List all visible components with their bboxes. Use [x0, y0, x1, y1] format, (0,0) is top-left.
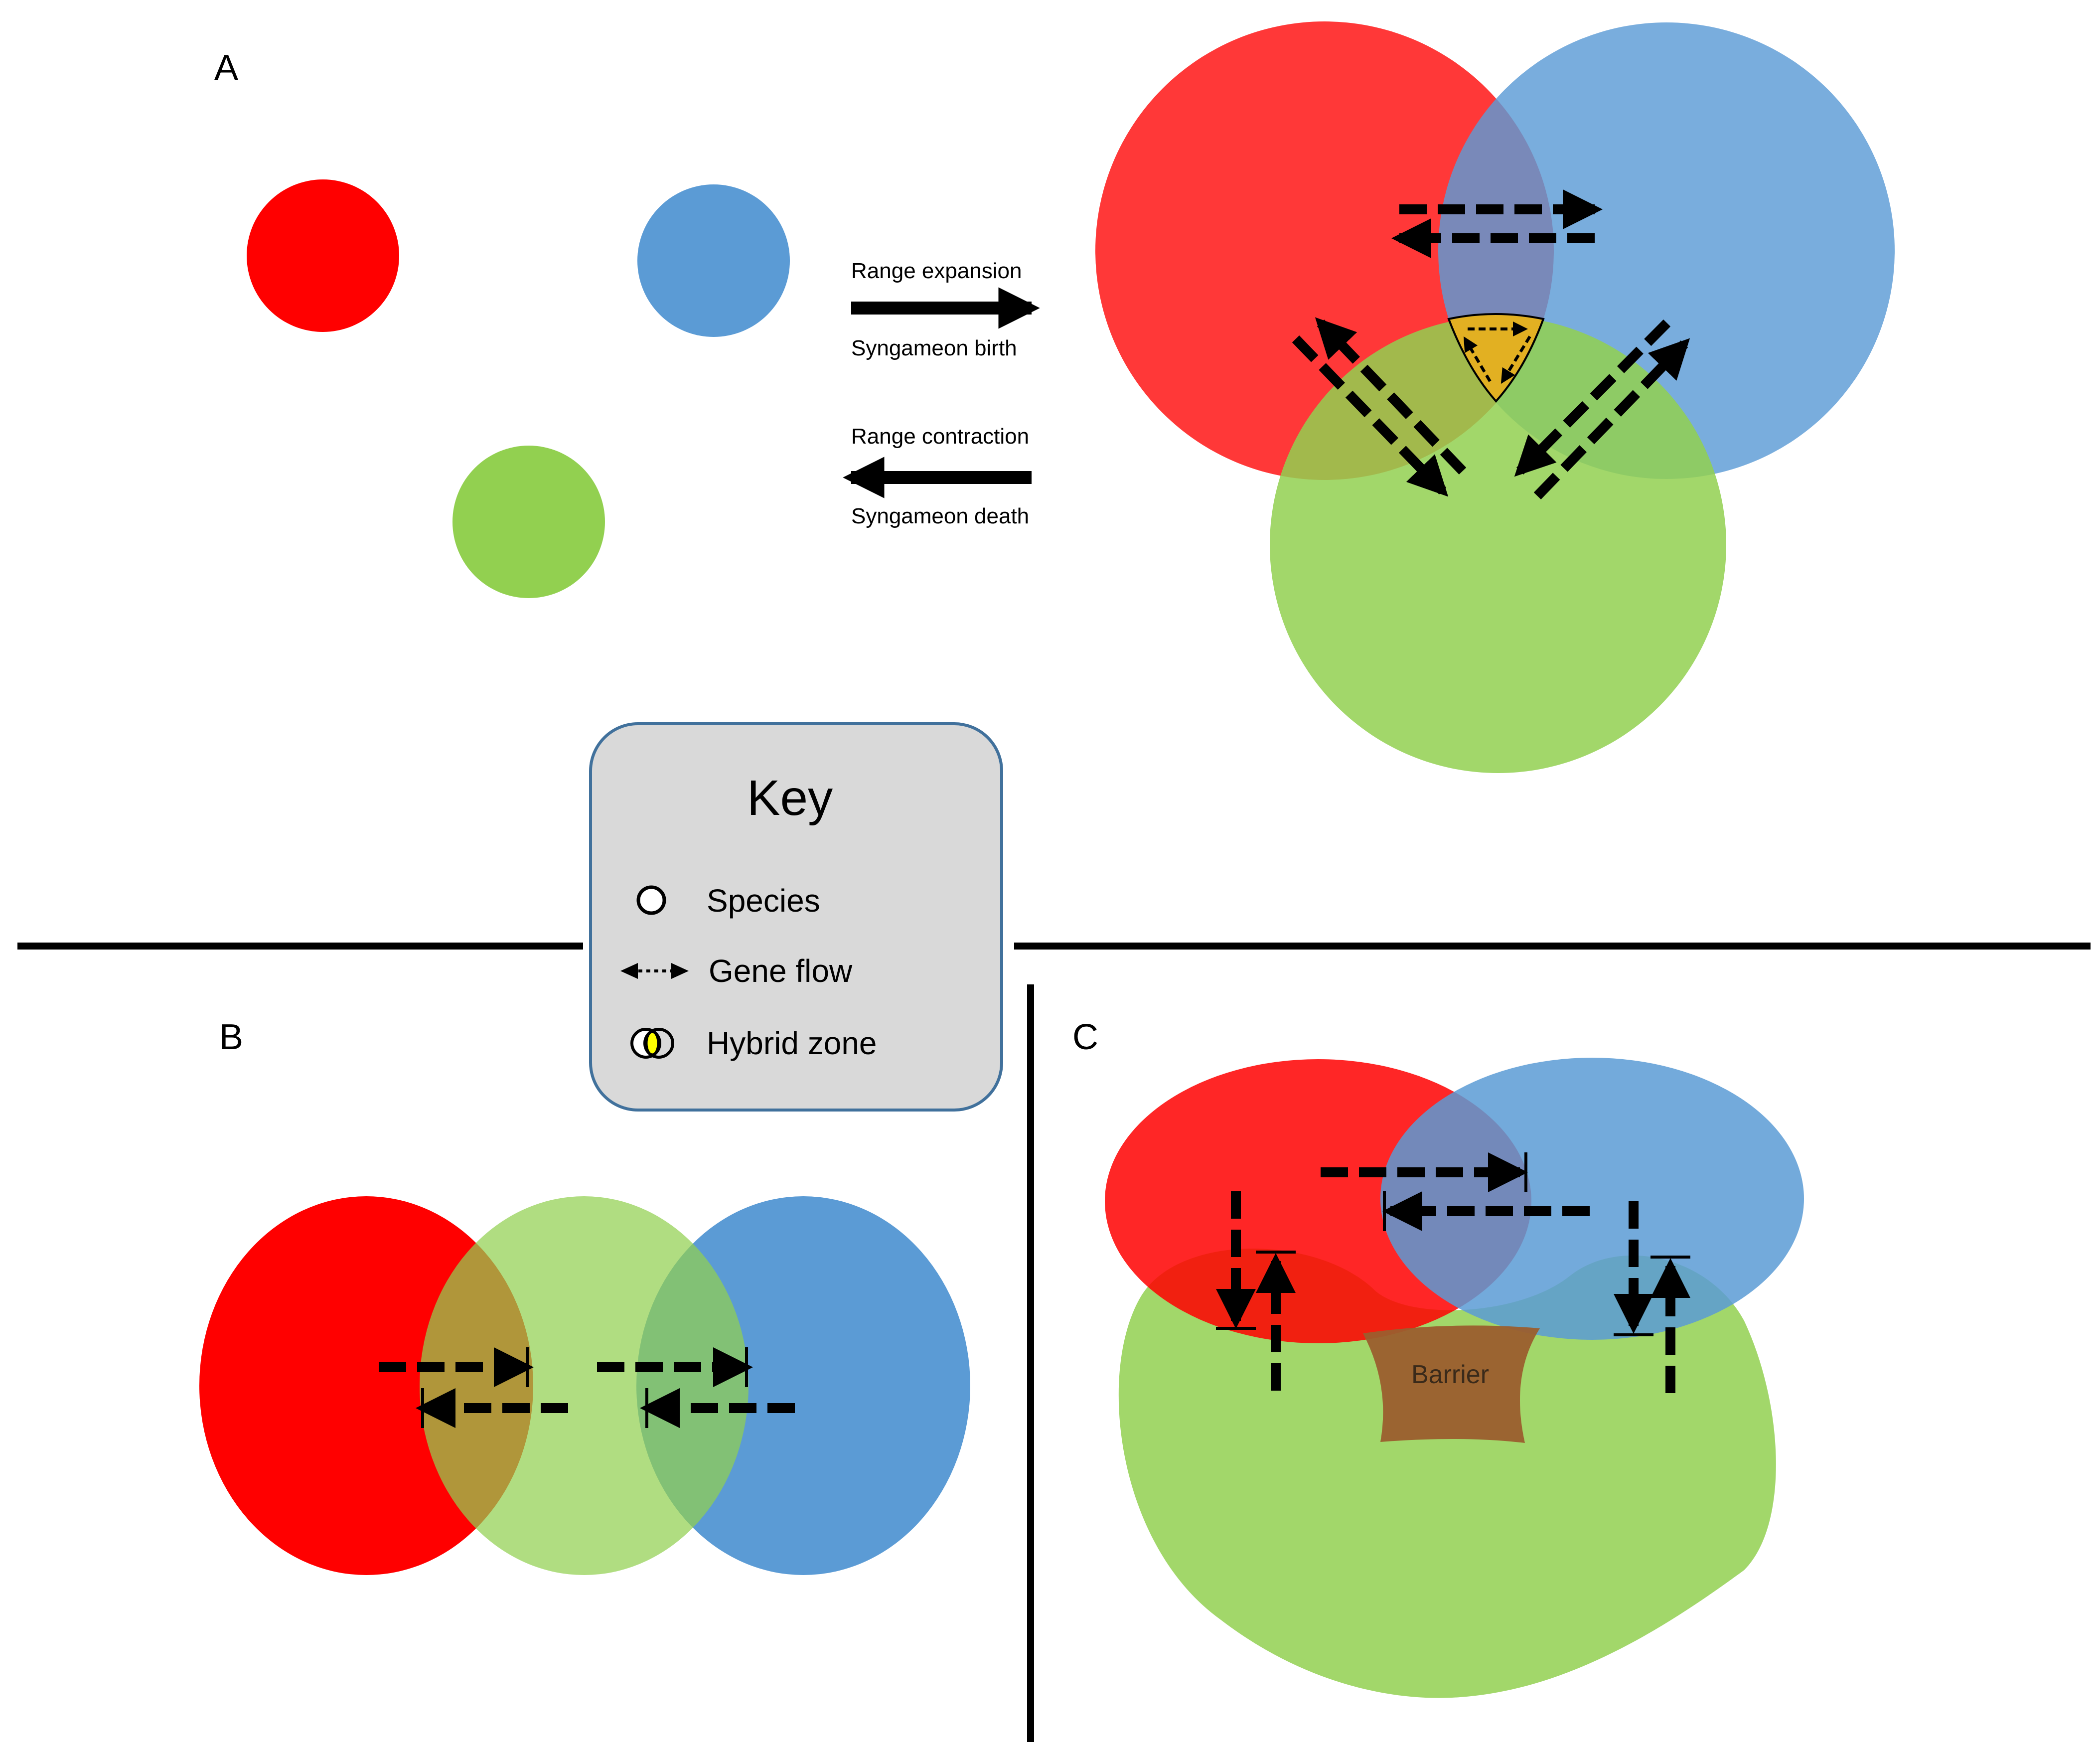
hybrid-zone-gene-flow	[1463, 321, 1531, 384]
panel-b-label: B	[219, 1017, 243, 1057]
key-title: Key	[747, 770, 833, 826]
key-species-label: Species	[707, 883, 820, 919]
gene-flow-red-green	[1292, 317, 1467, 497]
gene-flow-green-blue-b	[597, 1347, 795, 1428]
key-box: Key Species Gene flow Hybrid zone	[589, 722, 1003, 1112]
species-green-range-c	[1118, 1249, 1776, 1698]
syngameon-death-label: Syngameon death	[851, 504, 1029, 528]
gene-flow-blue-green-c	[1614, 1201, 1690, 1393]
key-hybrid-zone-label: Hybrid zone	[707, 1025, 877, 1061]
range-expansion-label: Range expansion	[851, 259, 1022, 283]
species-green-small	[452, 446, 605, 598]
barrier	[1363, 1325, 1540, 1443]
panel-c-label: C	[1072, 1017, 1098, 1057]
panel-c: C Barrier	[1072, 1017, 1804, 1698]
panel-a: A Range expansion Syngameon birth Range …	[214, 21, 1895, 773]
gene-flow-red-green-b	[379, 1347, 568, 1428]
species-blue-range-c	[1380, 1058, 1804, 1340]
key-gene-flow-label: Gene flow	[709, 953, 853, 989]
gene-flow-red-blue-c	[1321, 1152, 1590, 1231]
barrier-label: Barrier	[1411, 1360, 1489, 1389]
species-green-range-b	[420, 1196, 749, 1575]
gene-flow-arrow-icon	[620, 963, 689, 979]
gene-flow-blue-green	[1514, 319, 1690, 499]
gene-flow-red-blue	[1391, 189, 1603, 258]
species-blue-small	[637, 184, 790, 337]
species-red-small	[247, 179, 399, 332]
range-contraction-label: Range contraction	[851, 424, 1029, 449]
hybrid-zone-icon	[630, 1028, 674, 1059]
syngameon-birth-label: Syngameon birth	[851, 336, 1017, 360]
gene-flow-red-green-c	[1216, 1191, 1296, 1391]
species-circle-icon	[636, 885, 666, 915]
panel-a-label: A	[214, 48, 238, 88]
panel-b: B	[199, 1017, 970, 1575]
